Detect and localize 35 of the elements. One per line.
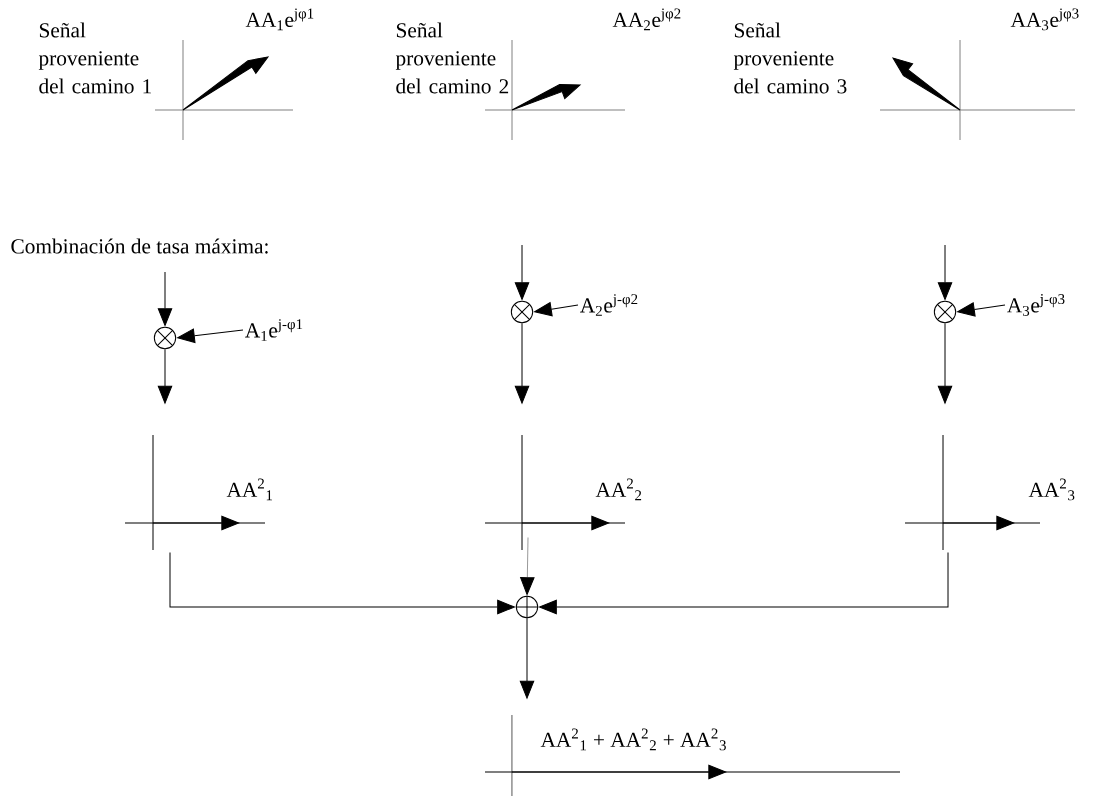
arrow	[169, 552, 515, 615]
arrow	[539, 552, 949, 615]
phasor-label: AA$_{3}$e$^{jφ3}$	[1010, 8, 1079, 31]
arrow	[157, 271, 173, 326]
phasor-plot: AA$^{2}$$_{1}$ + AA$^{2}$$_{2}$ + AA$^{2}$3	[484, 714, 901, 796]
phasor-plot: AA$^{2}$3	[904, 434, 1075, 551]
arrow	[157, 348, 173, 404]
phasor-plot: AA$^{2}$1	[124, 434, 272, 551]
arrow	[937, 322, 953, 404]
arrow	[520, 537, 535, 595]
arrow	[514, 244, 530, 300]
arrow	[937, 244, 953, 300]
multiplier-symbol	[153, 326, 177, 350]
signal-label: Señal proveniente del camino 3	[733, 22, 847, 94]
arrow	[514, 322, 530, 404]
section-heading: Combinación de tasa máxima:	[11, 238, 268, 254]
multiplier-symbol	[933, 300, 957, 324]
weight-label: A$_{2}$e$^{j-φ2}$	[580, 294, 638, 316]
arrow	[177, 328, 244, 343]
signal-label: Señal proveniente del camino 2	[395, 22, 509, 94]
arrow	[534, 302, 579, 317]
weight-label: A$_{3}$e$^{j-φ3}$	[1007, 294, 1065, 316]
node-label: AA$^{2}$1	[226, 478, 273, 501]
phasor-label: AA$_{1}$e$^{jφ1}$	[245, 8, 314, 31]
adder-symbol	[515, 595, 539, 619]
signal-label: Señal proveniente del camino 1	[38, 22, 151, 94]
phasor-label: AA$_{2}$e$^{jφ2}$	[612, 8, 681, 31]
arrow	[957, 302, 1006, 317]
arrow	[519, 617, 535, 699]
multiplier-symbol	[510, 300, 534, 324]
node-label: AA$^{2}$$_{1}$ + AA$^{2}$$_{2}$ + AA$^{2}$3	[540, 728, 726, 751]
node-label: AA$^{2}$3	[1028, 478, 1075, 501]
phasor-plot: AA$^{2}$2	[484, 434, 642, 551]
weight-label: A$_{1}$e$^{j-φ1}$	[245, 319, 303, 341]
node-label: AA$^{2}$2	[595, 478, 642, 501]
